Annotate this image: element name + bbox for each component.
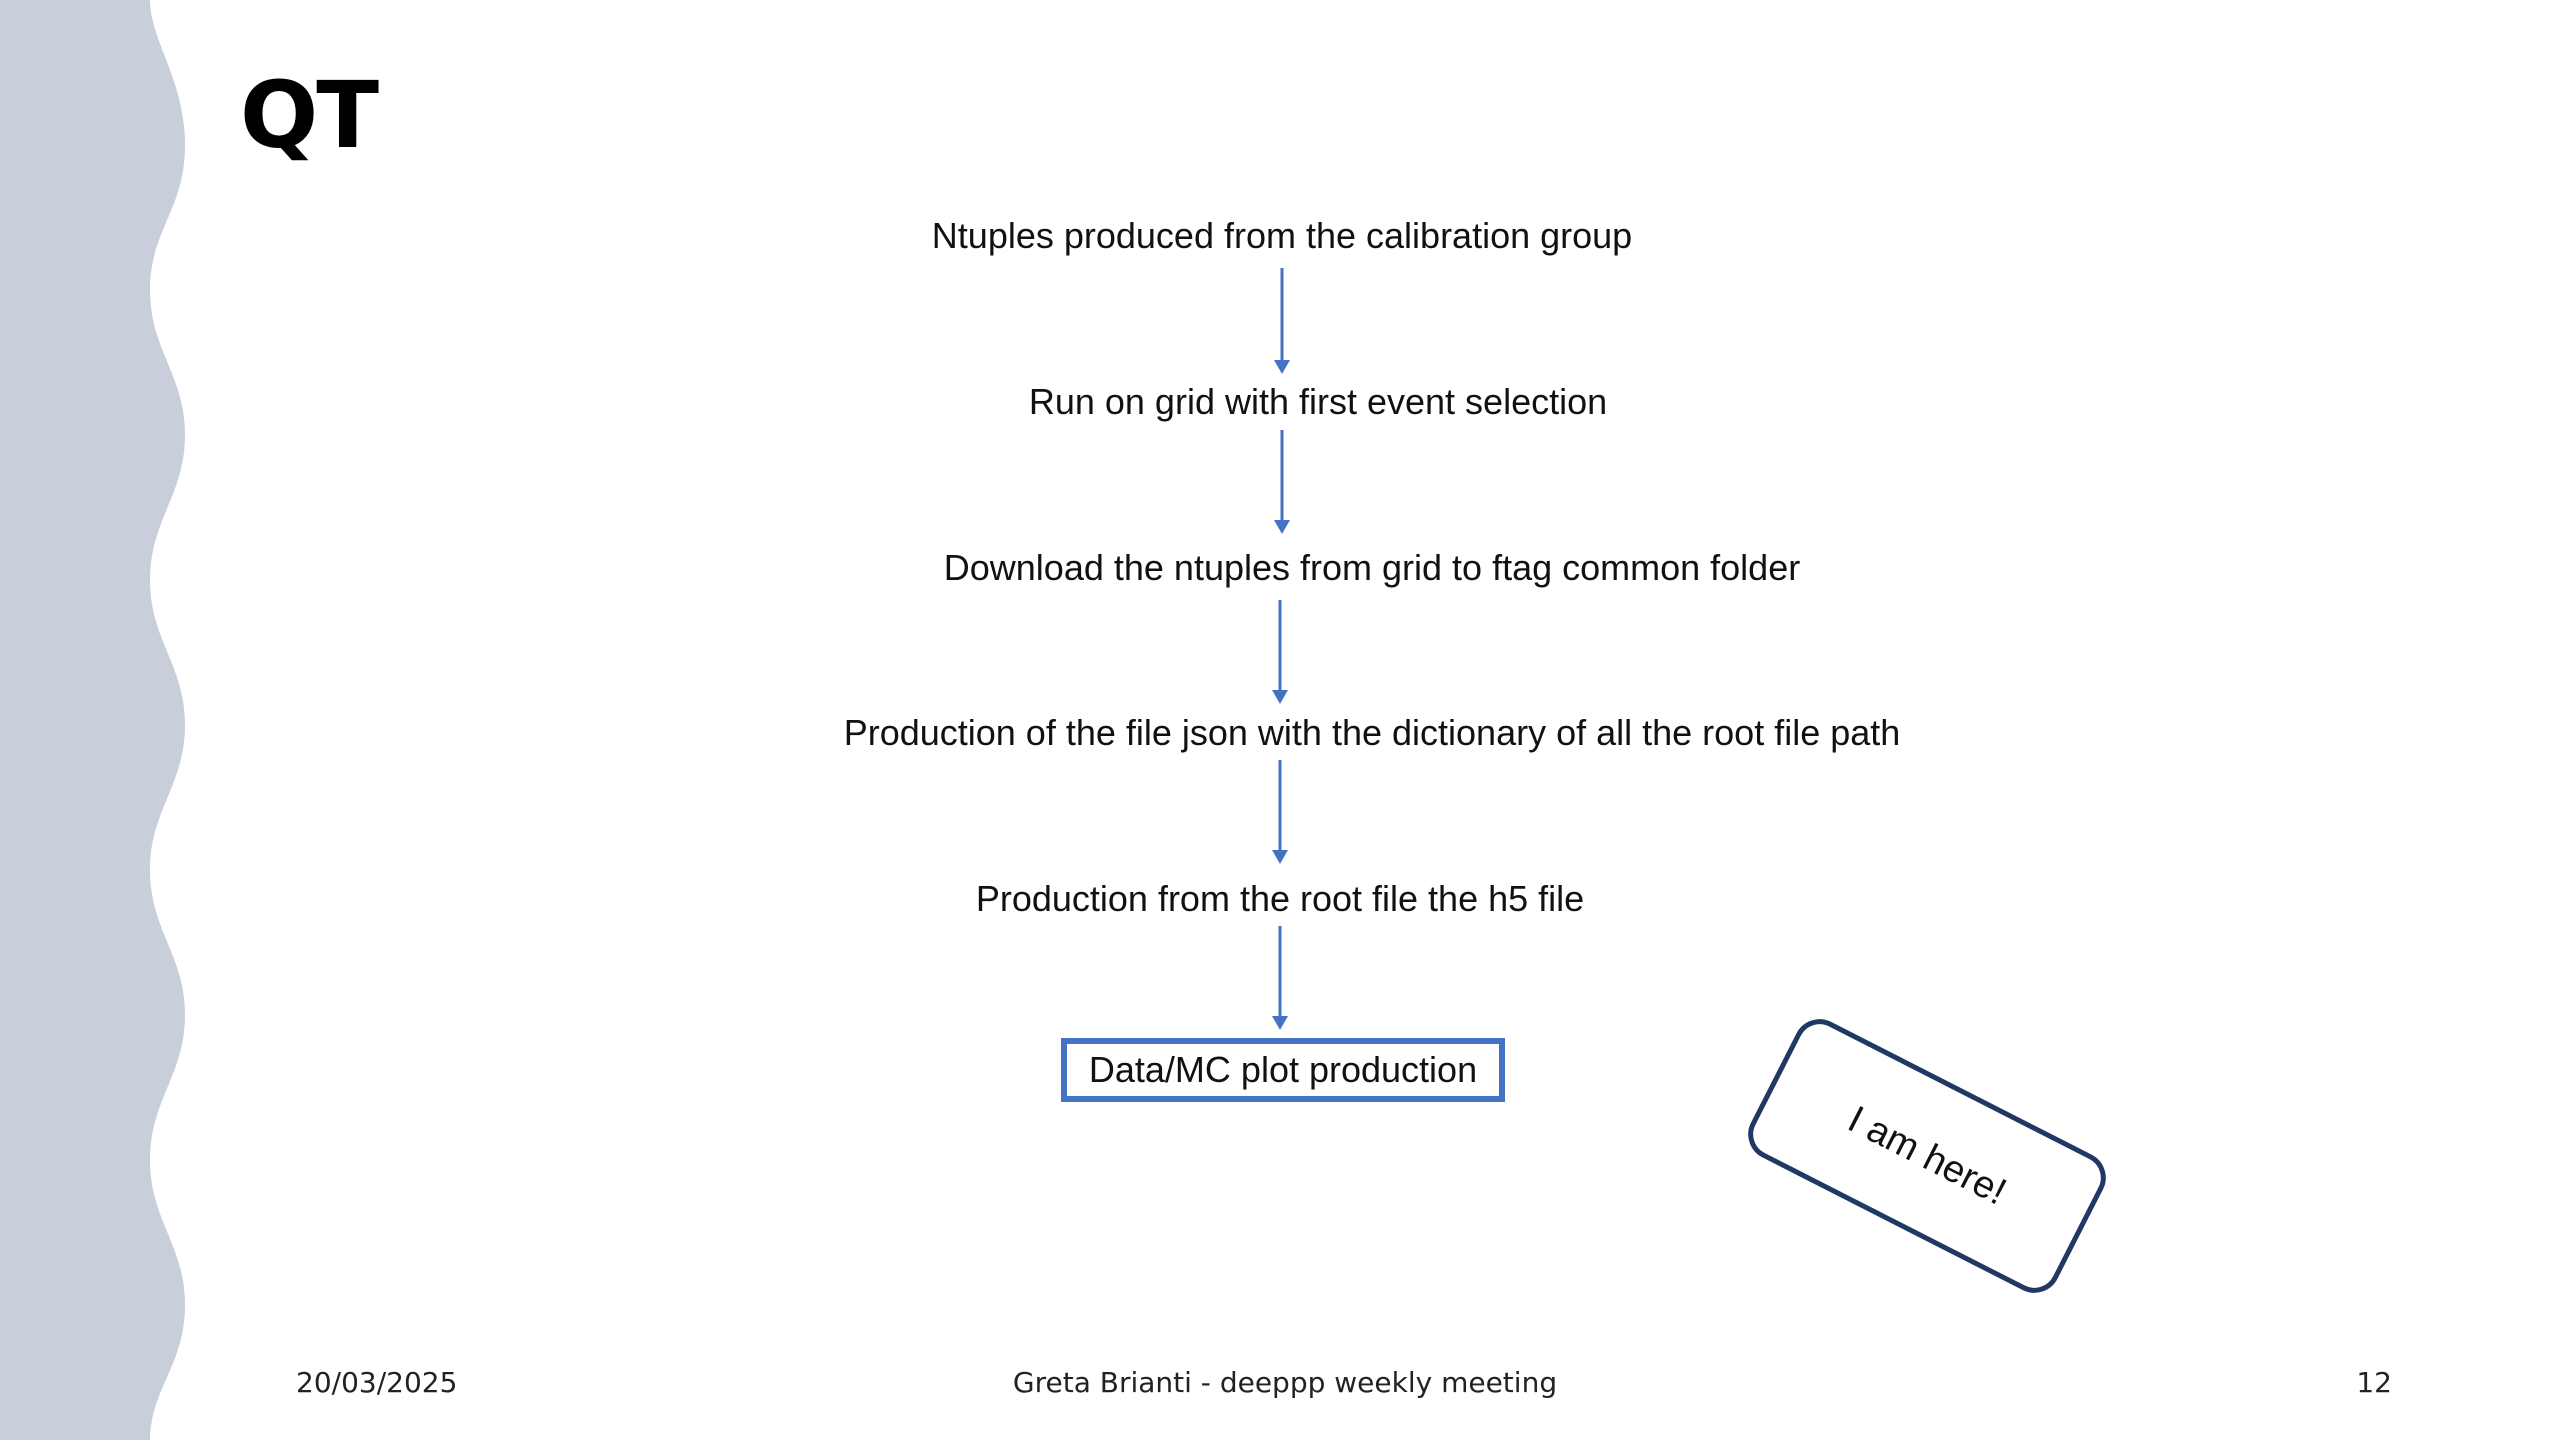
slide-title: QT [240,62,379,169]
flow-arrow-1 [1274,268,1290,374]
flow-arrow-5 [1272,926,1288,1030]
flow-step-json-production: Production of the file json with the dic… [843,712,1901,753]
flow-final-step-box: Data/MC plot production [1061,1038,1505,1102]
footer-presenter: Greta Brianti - deeppp weekly meeting [1012,1366,1558,1399]
wavy-sidebar-decoration [0,0,185,1440]
flow-arrow-3 [1272,600,1288,704]
flow-final-step-label: Data/MC plot production [1088,1049,1478,1090]
footer-page-number: 12 [2356,1366,2392,1399]
flow-step-grid-run: Run on grid with first event selection [1028,381,1608,422]
sticker-text: I am here! [1841,1098,2013,1214]
i-am-here-sticker: I am here! [1739,1010,2115,1302]
footer-date: 20/03/2025 [296,1366,458,1399]
flow-step-h5-production: Production from the root file the h5 fil… [975,878,1585,919]
flow-step-ntuples: Ntuples produced from the calibration gr… [931,215,1633,256]
flow-step-download: Download the ntuples from grid to ftag c… [943,547,1801,588]
flow-arrow-4 [1272,760,1288,864]
flow-arrow-2 [1274,430,1290,534]
